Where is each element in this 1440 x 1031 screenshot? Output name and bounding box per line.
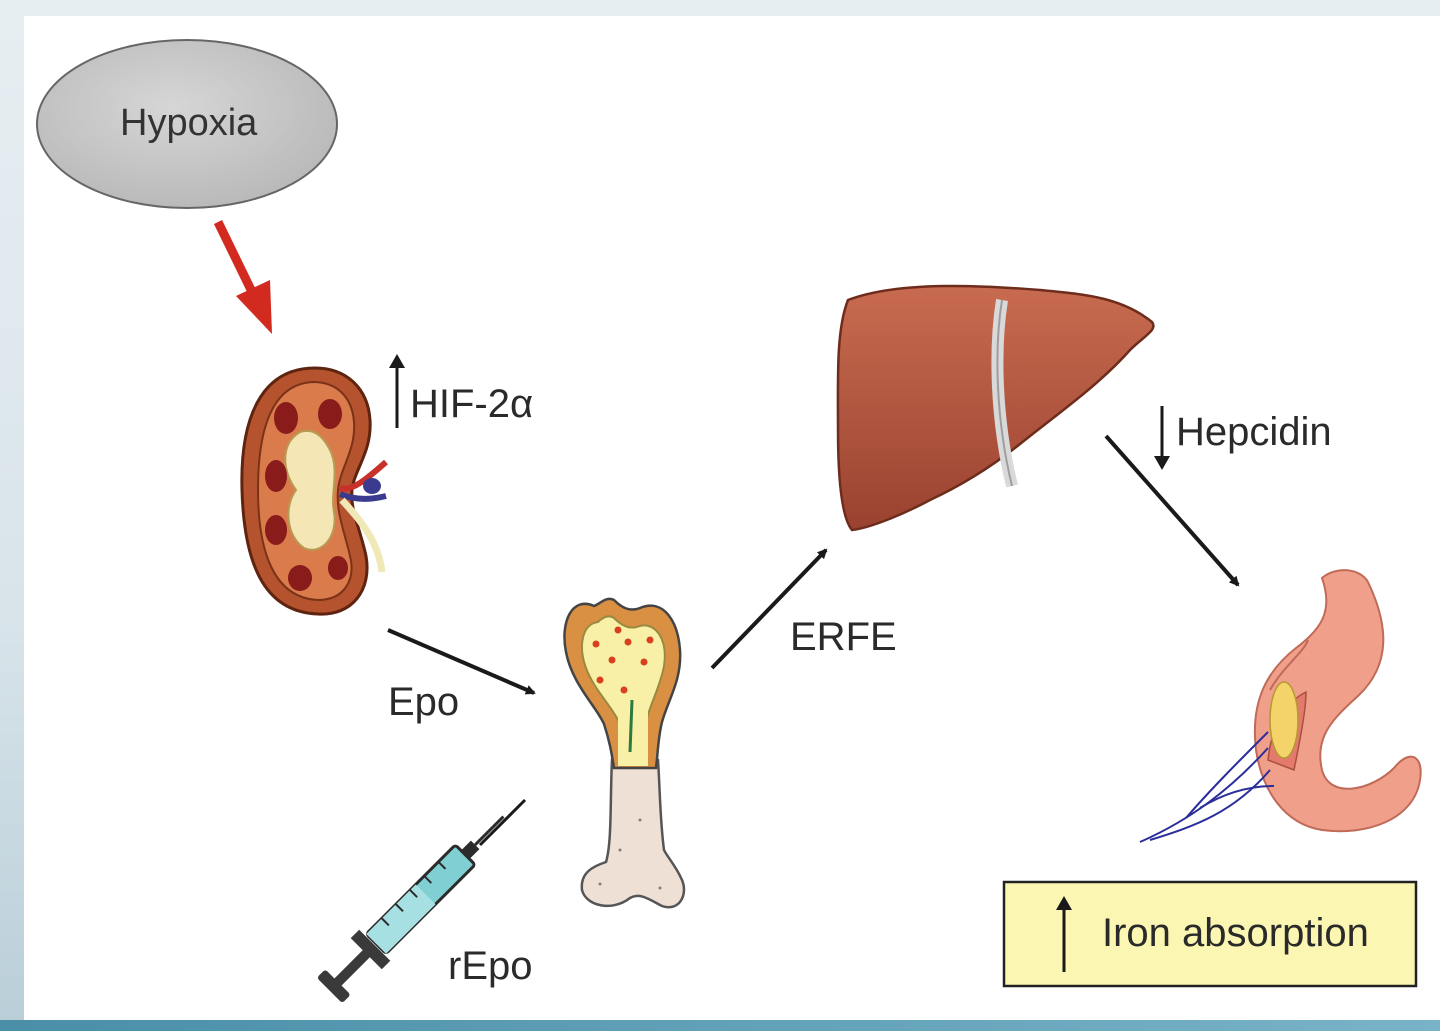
liver-icon <box>836 284 1155 532</box>
erfe-label: ERFE <box>790 615 897 659</box>
erfe-arrow <box>710 548 828 670</box>
repo-label: rEpo <box>448 944 533 988</box>
iron-absorption-box <box>1002 880 1418 988</box>
repo-line <box>478 798 527 847</box>
hypoxia-node <box>36 39 338 209</box>
epo-arrow <box>387 628 536 695</box>
hepcidin-down-arrow-icon <box>1154 406 1170 470</box>
hepcidin-label: Hepcidin <box>1176 410 1332 454</box>
hif-label: HIF-2α <box>410 382 534 426</box>
bottom-accent-band <box>0 1020 1440 1031</box>
bone-icon <box>563 597 686 909</box>
kidney-icon <box>240 366 388 616</box>
epo-label: Epo <box>388 680 460 724</box>
iron-up-arrow-icon <box>1056 896 1072 972</box>
hypoxia-label: Hypoxia <box>120 102 258 144</box>
iron-absorption-label: Iron absorption <box>1102 911 1369 955</box>
liver-to-intestine-arrow <box>1104 434 1240 587</box>
syringe-icon <box>318 815 505 1002</box>
intestine-icon <box>1139 569 1422 843</box>
hypoxia-to-kidney-arrow <box>213 220 272 334</box>
hif-up-arrow-icon <box>389 354 405 428</box>
